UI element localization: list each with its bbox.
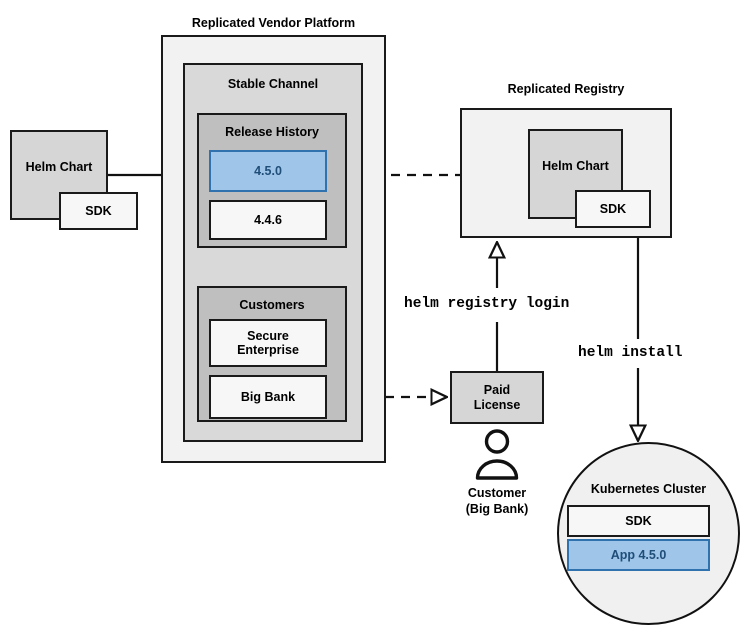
customer-big-bank-label: Big Bank — [240, 389, 296, 404]
source-sdk-label: SDK — [85, 203, 112, 218]
customer-secure-enterprise-line2: Enterprise — [237, 343, 299, 357]
release-version-4-5-0[interactable]: 4.5.0 — [209, 150, 327, 192]
paid-license-box: Paid License — [450, 371, 544, 424]
customer-secure-enterprise[interactable]: Secure Enterprise — [209, 319, 327, 367]
helm-install-label: helm install — [578, 345, 683, 361]
release-history-label: Release History — [225, 125, 319, 139]
registry-sdk-box: SDK — [575, 190, 651, 228]
customer-actor-line2: (Big Bank) — [465, 501, 529, 516]
registry-helm-chart-label: Helm Chart — [542, 159, 609, 173]
source-sdk-box: SDK — [59, 192, 138, 230]
helm-registry-login-label: helm registry login — [404, 296, 570, 312]
paid-license-line1: Paid — [483, 383, 511, 398]
release-version-4-4-6-label: 4.4.6 — [254, 212, 282, 227]
kubernetes-cluster-label: Kubernetes Cluster — [590, 482, 707, 496]
cluster-component-sdk[interactable]: SDK — [567, 505, 710, 537]
customers-label: Customers — [239, 298, 305, 312]
cluster-component-app-label: App 4.5.0 — [610, 547, 667, 562]
registry-sdk-label: SDK — [599, 201, 627, 216]
cluster-component-app[interactable]: App 4.5.0 — [567, 539, 710, 571]
vendor-platform-title: Replicated Vendor Platform — [191, 16, 356, 30]
release-version-4-4-6[interactable]: 4.4.6 — [209, 200, 327, 240]
cluster-component-sdk-label: SDK — [625, 513, 652, 528]
person-icon — [471, 428, 523, 482]
paid-license-line2: License — [473, 397, 521, 412]
source-helm-chart-label: Helm Chart — [25, 160, 93, 174]
stable-channel-label: Stable Channel — [227, 77, 319, 91]
customer-actor-line1: Customer — [467, 486, 527, 500]
customer-actor-label: Customer (Big Bank) — [437, 486, 557, 517]
registry-title: Replicated Registry — [507, 82, 625, 96]
release-version-4-5-0-label: 4.5.0 — [254, 163, 282, 178]
customer-big-bank[interactable]: Big Bank — [209, 375, 327, 419]
customer-secure-enterprise-line1: Secure — [247, 328, 289, 343]
